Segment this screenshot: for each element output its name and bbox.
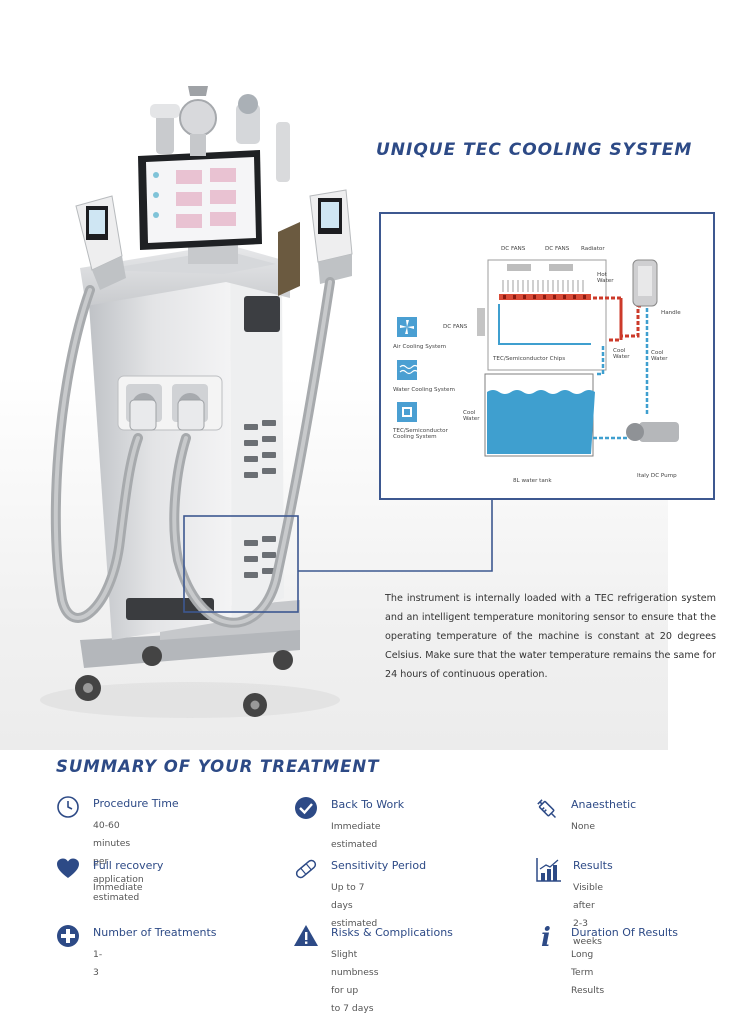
check-circle-icon <box>295 797 317 819</box>
summary-item-title: Results <box>573 859 613 872</box>
label-tec-chips: TEC/Semiconductor Chips <box>493 356 566 362</box>
legend-water-cooling: Water Cooling System <box>393 387 455 393</box>
tec-description: The instrument is internally loaded with… <box>385 593 716 680</box>
summary-item-title: Anaesthetic <box>571 798 637 811</box>
label-dc-fans-side: DC FANS <box>443 324 468 330</box>
plus-circle-icon <box>57 925 79 947</box>
legend-tec-cooling: TEC/Semiconductor Cooling System <box>393 428 448 441</box>
cryolipolysis-machine-illustration <box>40 86 493 718</box>
summary-item-title: Risks & Complications <box>331 926 453 939</box>
label-dc-fans-1: DC FANS <box>501 246 526 252</box>
summary-item-title: Number of Treatments <box>93 926 217 939</box>
label-pump: Italy DC Pump <box>637 473 677 479</box>
summary-title: SUMMARY OF YOUR TREATMENT <box>56 757 380 776</box>
label-cool-water-1: Cool Water <box>613 348 630 361</box>
bar-chart-icon <box>536 858 561 882</box>
legend-air-cooling: Air Cooling System <box>393 344 447 350</box>
summary-item-value: None <box>571 821 595 832</box>
clock-icon <box>57 796 79 818</box>
heart-icon <box>57 858 79 878</box>
summary-item-title: Full recovery <box>93 859 164 872</box>
summary-item-value: Immediate estimated <box>331 821 381 850</box>
label-handle: Handle <box>661 310 681 316</box>
label-hot-water: Hot Water <box>597 272 614 285</box>
summary-item-title: Back To Work <box>331 798 405 811</box>
summary-item-title: Sensitivity Period <box>331 859 427 872</box>
tec-cooling-diagram: DC FANS DC FANS Radiator Hot Water Handl… <box>379 212 715 500</box>
label-dc-fans-2: DC FANS <box>545 246 570 252</box>
summary-item-value: Immediate <box>93 882 143 893</box>
summary-item-title: Procedure Time <box>93 797 179 810</box>
warning-icon <box>294 925 318 946</box>
cooling-flow-schematic <box>397 259 679 457</box>
info-icon: i <box>541 924 551 950</box>
svg-text:i: i <box>541 924 551 950</box>
label-cool-water-2: Cool Water <box>651 350 668 363</box>
tec-section-title: UNIQUE TEC COOLING SYSTEM <box>376 140 693 160</box>
summary-item-value: 40-60 minutes per application estimated <box>93 820 144 903</box>
label-radiator: Radiator <box>581 246 605 252</box>
syringe-icon <box>537 799 557 819</box>
summary-item-value: Slight numbness for up to 7 days <box>331 949 379 1014</box>
summary-item-value: Visible after 2-3 weeks <box>573 882 604 947</box>
summary-item-title: Duration Of Results <box>571 926 679 939</box>
summary-item-value: Long Term Results <box>571 949 605 996</box>
label-cool-water-3: Cool Water <box>463 410 480 423</box>
bandage-icon <box>295 859 317 879</box>
label-water-tank: 8L water tank <box>513 478 552 484</box>
summary-item-value: 1-3 <box>93 949 103 978</box>
summary-item-value: Up to 7 days estimated <box>331 882 378 929</box>
